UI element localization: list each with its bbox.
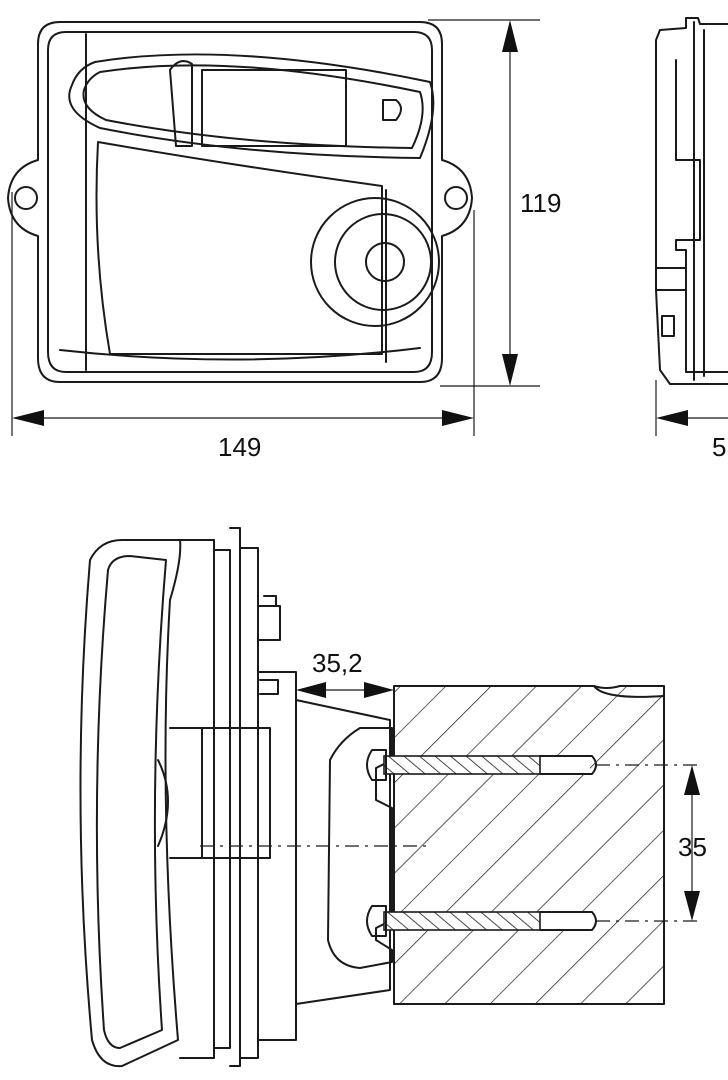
dim-height: 119	[428, 19, 561, 387]
dim-width: 149	[11, 192, 475, 462]
left-mount-hole	[14, 186, 38, 210]
rotary-knob-center	[365, 242, 405, 282]
display-grip	[169, 60, 193, 147]
wall-section	[393, 685, 665, 1005]
dim-clearance-label: 35,2	[312, 648, 363, 678]
display-pod	[68, 53, 435, 159]
front-view	[7, 21, 473, 383]
right-mount-hole	[444, 186, 468, 210]
dim-width-label: 149	[218, 432, 261, 462]
side-view: 5	[655, 17, 728, 462]
cover-outline	[79, 539, 182, 1068]
housing-outline	[7, 21, 473, 383]
face-panel	[95, 141, 383, 355]
indicator-led	[382, 99, 402, 121]
dim-height-label: 119	[520, 188, 561, 218]
display-window	[201, 69, 347, 147]
section-view	[79, 527, 393, 1068]
dim-screw-spacing-label: 35	[678, 832, 707, 862]
lower-screw	[366, 905, 597, 937]
rotary-knob-outer	[310, 197, 440, 327]
dim-depth-label: 5	[712, 432, 726, 462]
dim-clearance: 35,2	[296, 648, 394, 698]
rotary-knob-inner	[334, 213, 432, 311]
upper-screw	[366, 749, 597, 781]
dim-screw-spacing: 35	[678, 765, 707, 921]
center-lines	[200, 764, 700, 922]
